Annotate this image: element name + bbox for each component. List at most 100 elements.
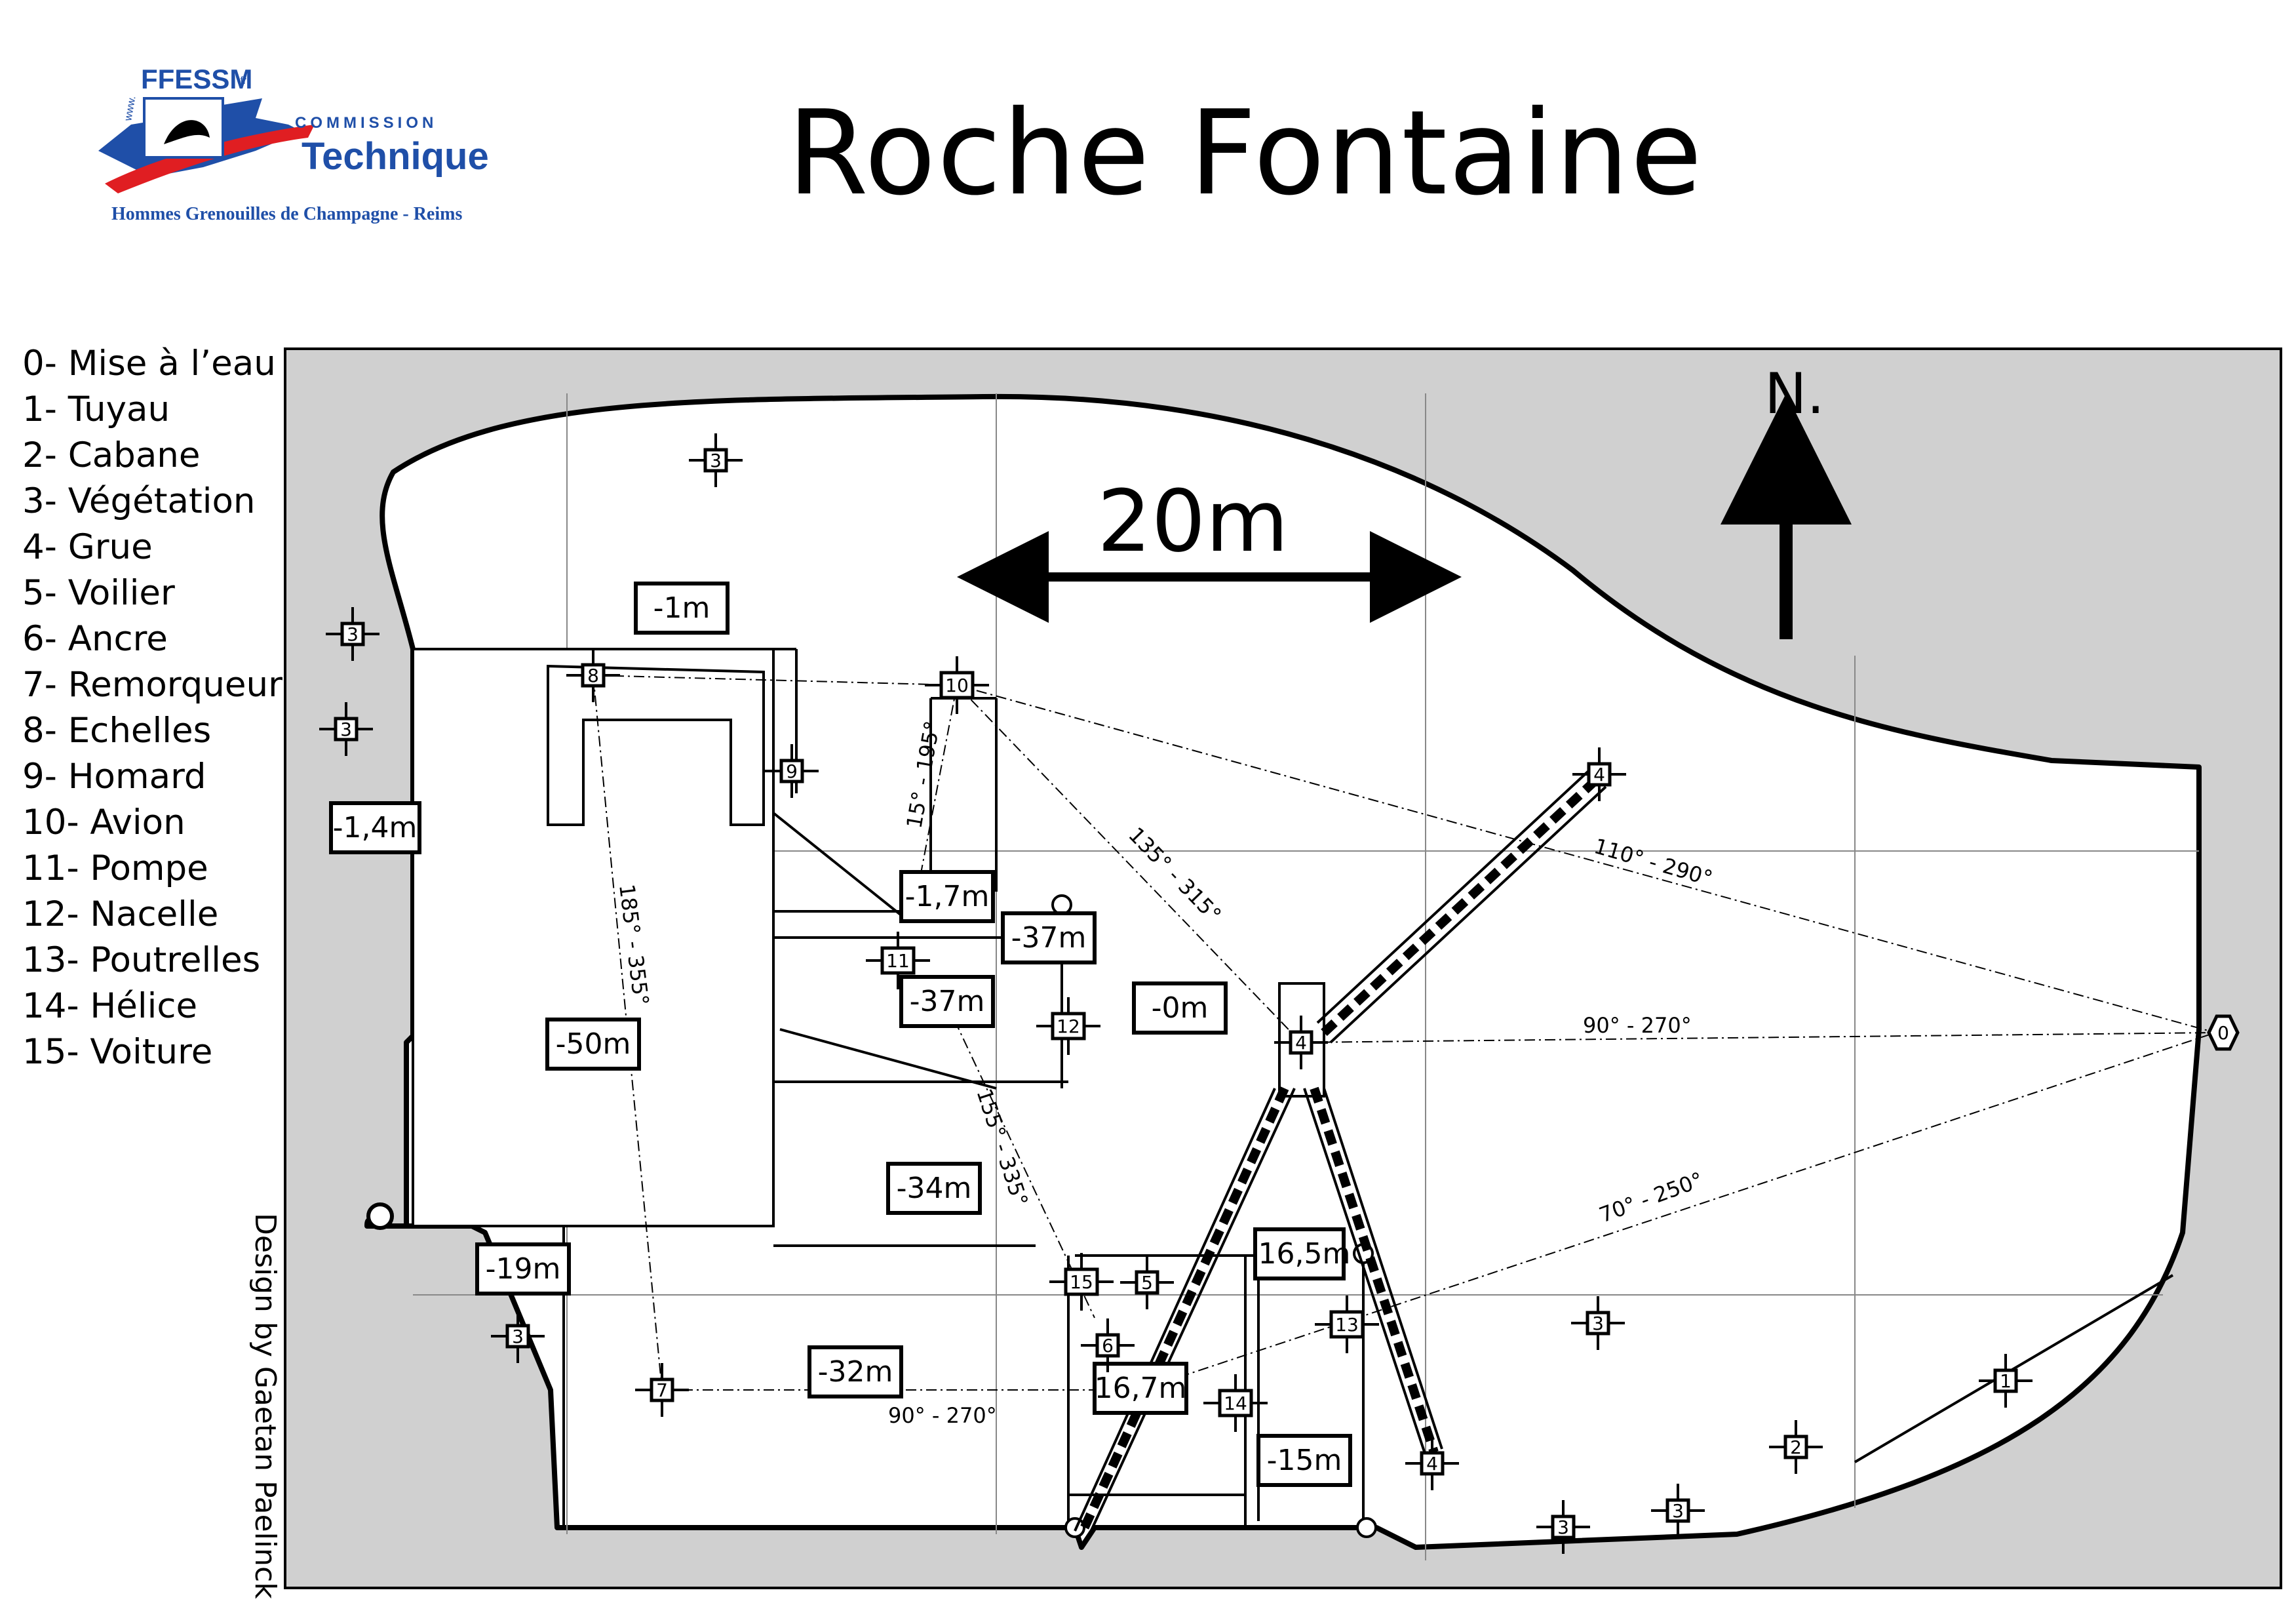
legend-item-4: 4- Grue [22, 527, 153, 567]
marker-label: 15 [1070, 1271, 1093, 1293]
marker-sailboat: 5 [1120, 1256, 1174, 1309]
legend-item-6: 6- Ancre [22, 619, 168, 659]
logo-site-prefix: www. [123, 95, 138, 123]
lake-outline [364, 393, 2202, 1550]
depth-box: -32m [807, 1345, 903, 1398]
marker-label: 2 [1790, 1436, 1802, 1458]
marker-label: 10 [945, 675, 969, 696]
depth-label: -1,4m [333, 811, 418, 844]
depth-label: -16,5m [1248, 1237, 1351, 1271]
marker-propeller: 14 [1203, 1374, 1268, 1432]
marker-vegetation: 3 [1651, 1484, 1705, 1537]
legend-item-10: 10- Avion [22, 802, 185, 842]
depth-label: -15m [1267, 1444, 1342, 1477]
depth-labels: -1m -1,4m -1,7m -37m -37m -0m -50m -34m … [329, 582, 1352, 1487]
depth-box: -19m [475, 1242, 571, 1296]
depth-box: -50m [545, 1018, 641, 1071]
marker-cabin: 2 [1769, 1420, 1823, 1474]
marker-gondola: 12 [1036, 997, 1100, 1055]
depth-box: -1,4m [329, 801, 421, 854]
marker-pipe: 1 [1979, 1354, 2033, 1408]
depth-label: -1,7m [905, 880, 990, 913]
marker-ladders: 8 [566, 648, 620, 702]
legend-item-8: 8- Echelles [22, 711, 212, 751]
depth-box: -0m [1132, 981, 1228, 1035]
logo-brand: FFESSM [141, 64, 252, 94]
depth-label: -34m [897, 1172, 972, 1205]
marker-label: 4 [1593, 764, 1605, 785]
legend-item-12: 12- Nacelle [22, 894, 219, 934]
legend-item-5: 5- Voilier [22, 573, 175, 613]
depth-label: -32m [818, 1355, 893, 1389]
marker-vegetation: 3 [1571, 1296, 1625, 1350]
bearing-label: 90° - 270° [1583, 1013, 1692, 1038]
marker-label: 12 [1057, 1016, 1080, 1037]
marker-label: 3 [512, 1326, 524, 1347]
scale-bar: 20m [957, 471, 1462, 623]
depth-box: 16,7m [1093, 1362, 1188, 1415]
crane-booms [1074, 766, 1607, 1538]
north-label: N. [1764, 361, 1825, 427]
legend-item-9: 9- Homard [22, 757, 206, 797]
marker-crane: 4 [1405, 1436, 1459, 1490]
legend-item-15: 15- Voiture [22, 1032, 213, 1072]
marker-label: 8 [587, 665, 599, 686]
marker-beams: 13 [1315, 1296, 1379, 1353]
legend: 0- Mise à l’eau 1- Tuyau 2- Cabane 3- Vé… [22, 341, 282, 1075]
marker-label: 0 [2217, 1022, 2229, 1044]
scale-label: 20m [1097, 471, 1289, 571]
logo-commission: COMMISSION [295, 114, 437, 132]
marker-label: 3 [347, 624, 359, 645]
depth-box: -1m [634, 582, 730, 635]
legend-item-13: 13- Poutrelles [22, 940, 261, 980]
depth-box: -34m [886, 1162, 982, 1215]
marker-label: 7 [656, 1379, 668, 1401]
depth-label: 16,7m [1095, 1372, 1187, 1405]
marker-vegetation: 3 [491, 1309, 545, 1363]
marker-vegetation: 3 [326, 607, 379, 661]
marker-label: 3 [1592, 1313, 1604, 1334]
legend-item-7: 7- Remorqueur [22, 665, 282, 705]
depth-label: -37m [1011, 921, 1087, 955]
depth-box: -37m [899, 975, 995, 1028]
ffessm-logo: FFESSM .fr www. COMMISSION Technique Hom… [92, 52, 518, 236]
marker-label: 11 [886, 950, 910, 972]
marker-label: 5 [1141, 1272, 1153, 1294]
marker-label: 13 [1335, 1314, 1359, 1336]
marker-tugboat: 7 [635, 1363, 689, 1417]
marker-label: 3 [340, 719, 352, 740]
marker-vegetation: 3 [319, 702, 373, 756]
marker-label: 4 [1295, 1032, 1307, 1054]
marker-label: 3 [1672, 1500, 1684, 1522]
legend-item-1: 1- Tuyau [22, 389, 170, 429]
logo-club: Hommes Grenouilles de Champagne - Reims [111, 204, 462, 224]
marker-label: 1 [2000, 1370, 2012, 1392]
marker-pump: 11 [866, 932, 930, 989]
depth-box: -37m [1001, 911, 1097, 964]
depth-label: -50m [556, 1027, 631, 1061]
marker-airplane: 10 [925, 656, 989, 714]
page-title: Roche Fontaine [787, 85, 1703, 221]
depth-label: -1m [653, 591, 710, 625]
legend-item-0: 0- Mise à l’eau [22, 344, 276, 384]
bearing-label: 90° - 270° [888, 1403, 997, 1428]
depth-box: -16,5m [1248, 1227, 1351, 1280]
legend-item-3: 3- Végétation [22, 481, 256, 521]
depth-box: -1,7m [899, 870, 995, 923]
logo-site-suffix: .fr [237, 75, 247, 87]
marker-vegetation: 3 [689, 433, 743, 487]
legend-item-11: 11- Pompe [22, 848, 208, 888]
north-arrow: N. [1721, 361, 1852, 639]
marker-crane: 4 [1572, 747, 1626, 801]
depth-label: -37m [910, 985, 985, 1018]
marker-vegetation: 3 [1536, 1500, 1590, 1554]
marker-label: 4 [1426, 1453, 1438, 1475]
marker-label: 14 [1224, 1393, 1247, 1414]
legend-item-14: 14- Hélice [22, 986, 198, 1026]
marker-label: 6 [1102, 1335, 1114, 1357]
marker-label: 9 [786, 761, 798, 782]
marker-lobster: 9 [765, 744, 819, 798]
markers: 0 1 2 3 3 3 3 3 3 3 4 4 4 5 6 7 8 9 10 1… [319, 433, 2240, 1554]
depth-box: -15m [1256, 1434, 1352, 1487]
marker-label: 3 [710, 450, 722, 471]
